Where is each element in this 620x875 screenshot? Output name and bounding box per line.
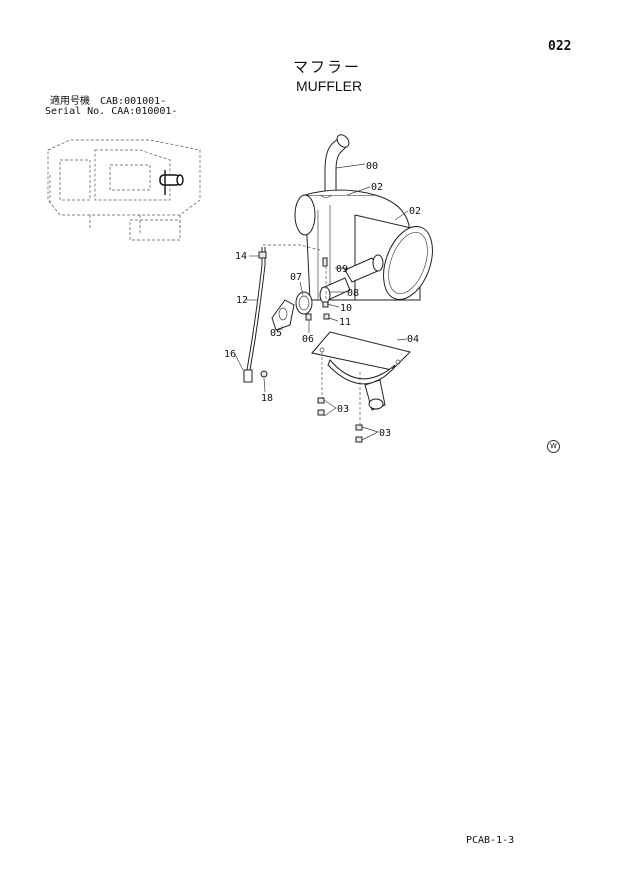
- machine-location-thumbnail: [47, 139, 201, 241]
- page-title: MUFFLER: [296, 78, 363, 94]
- callout-label: 00: [366, 161, 378, 172]
- serial-range-japanese: 適用号機 CAB:001001-: [50, 96, 167, 107]
- callout-label: 04: [407, 334, 419, 345]
- footer-page-code: PCAB-1-3: [466, 835, 515, 846]
- callout-label: 11: [339, 317, 351, 328]
- callout-label: 08: [347, 288, 359, 299]
- bracket-bolts: [317, 352, 363, 443]
- callout-label: 07: [290, 272, 302, 283]
- callout-label: 05: [270, 328, 282, 339]
- callout-label: 09: [336, 264, 348, 275]
- inlet-pipe: [319, 254, 384, 304]
- page-number: 022: [548, 39, 572, 54]
- serial-range: Serial No. CAA:010001-: [45, 106, 178, 117]
- callout-label: 10: [340, 303, 352, 314]
- w-mark-icon: W: [547, 440, 560, 453]
- callout-label: 02: [371, 182, 383, 193]
- drain-tube: [243, 244, 321, 383]
- callout-label: 02: [409, 206, 421, 217]
- page-title-japanese: マフラー: [293, 58, 362, 76]
- callout-label: 03: [337, 404, 349, 415]
- bolts: [305, 257, 330, 321]
- callout-labels: 00 02 02 14 07 09 08 12 10 05 11 06 04 1…: [224, 161, 421, 439]
- muffler-drum: [354, 214, 433, 301]
- callout-label: 06: [302, 334, 314, 345]
- callout-label: 12: [236, 295, 248, 306]
- gasket-clamp: [271, 291, 313, 331]
- muffler-location-highlight: [159, 170, 184, 195]
- tail-pipe: [324, 134, 350, 201]
- support-bracket: [311, 331, 411, 411]
- callout-label: 03: [379, 428, 391, 439]
- callout-label: 18: [261, 393, 273, 404]
- callout-label: 14: [235, 251, 247, 262]
- callout-label: 16: [224, 349, 236, 360]
- leader-lines: [234, 163, 409, 441]
